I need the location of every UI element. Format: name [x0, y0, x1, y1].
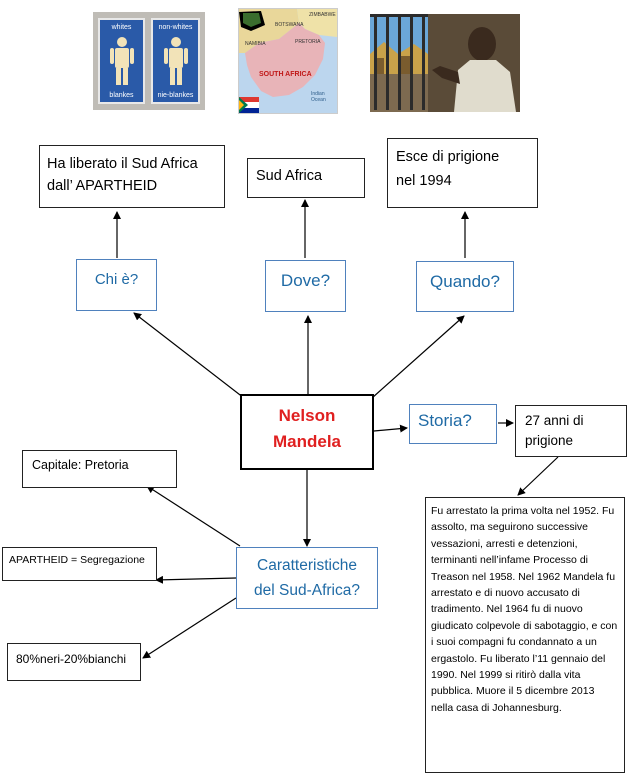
story-text: Fu arrestato la prima volta nel 1952. Fu… [431, 505, 618, 714]
center-title-line2: Mandela [272, 432, 342, 451]
map-icon [239, 9, 337, 113]
who-answer-line2: dall’ APARTHEID [47, 178, 158, 194]
south-africa-map-image: BOTSWANA ZIMBABWE NAMIBIA PRETORIA SOUTH… [238, 8, 338, 114]
botswana-label: BOTSWANA [275, 22, 304, 28]
when-answer-line2: nel 1994 [396, 173, 452, 189]
whites-label: whites [111, 24, 132, 31]
man-icon [163, 36, 189, 86]
arrow-features-to-population [142, 597, 237, 659]
apartheid-text: APARTHEID = Segregazione [9, 554, 145, 566]
nieblankes-label: nie-blankes [157, 92, 194, 99]
nonwhites-label: non-whites [158, 24, 193, 31]
blankes-label: blankes [109, 92, 134, 99]
when-answer-box: Esce di prigione nel 1994 [387, 138, 538, 208]
prison-illustration-icon [370, 14, 520, 112]
history-question-box: Storia? [409, 404, 497, 444]
apartheid-signs-image: whites blankes non-whites [93, 12, 205, 110]
zimbabwe-label: ZIMBABWE [309, 12, 336, 18]
capital-text: Capitale: Pretoria [32, 458, 129, 472]
features-question-line1: Caratteristiche [257, 557, 357, 574]
center-title-line1: Nelson [278, 406, 336, 425]
features-question-line2: del Sud-Africa? [254, 582, 360, 599]
story-box: Fu arrestato la prima volta nel 1952. Fu… [425, 497, 625, 773]
namibia-label: NAMIBIA [245, 41, 266, 47]
who-answer-box: Ha liberato il Sud Africa dall’ APARTHEI… [39, 145, 225, 208]
who-answer-line1: Ha liberato il Sud Africa [47, 156, 198, 172]
prison-answer-line2: prigione [525, 433, 574, 448]
arrow-center-to-who [133, 312, 245, 399]
map-country-label: SOUTH AFRICA [259, 71, 312, 78]
arrow-center-to-history [373, 424, 408, 433]
arrow-center-to-when [371, 315, 465, 399]
where-question-box: Dove? [265, 260, 346, 312]
mandela-prison-image [370, 14, 520, 112]
arrow-prison-to-story [517, 456, 559, 496]
who-question-box: Chi è? [76, 259, 157, 311]
where-answer-box: Sud Africa [247, 158, 365, 198]
when-question: Quando? [430, 272, 500, 291]
nonwhites-sign: non-whites nie-blankes [151, 18, 200, 104]
ocean-label: Indian Ocean [311, 91, 326, 103]
population-text: 80%neri-20%bianchi [16, 652, 127, 666]
where-question: Dove? [280, 271, 331, 290]
arrow-features-to-apartheid [155, 575, 237, 584]
prison-answer-line1: 27 anni di [525, 413, 584, 428]
prison-answer-box: 27 anni di prigione [515, 405, 627, 457]
when-question-box: Quando? [416, 261, 514, 312]
whites-sign: whites blankes [98, 18, 145, 104]
when-answer-line1: Esce di prigione [396, 149, 500, 165]
man-icon [109, 36, 135, 86]
population-box: 80%neri-20%bianchi [7, 643, 141, 681]
who-question: Chi è? [94, 271, 139, 288]
where-answer: Sud Africa [256, 168, 323, 184]
apartheid-box: APARTHEID = Segregazione [2, 547, 157, 581]
capital-box: Capitale: Pretoria [22, 450, 177, 488]
features-question-box: Caratteristiche del Sud-Africa? [236, 547, 378, 609]
arrow-features-to-capital [146, 485, 241, 547]
pretoria-label: PRETORIA [295, 39, 321, 45]
center-box: Nelson Mandela [240, 394, 374, 470]
history-question: Storia? [418, 411, 472, 430]
